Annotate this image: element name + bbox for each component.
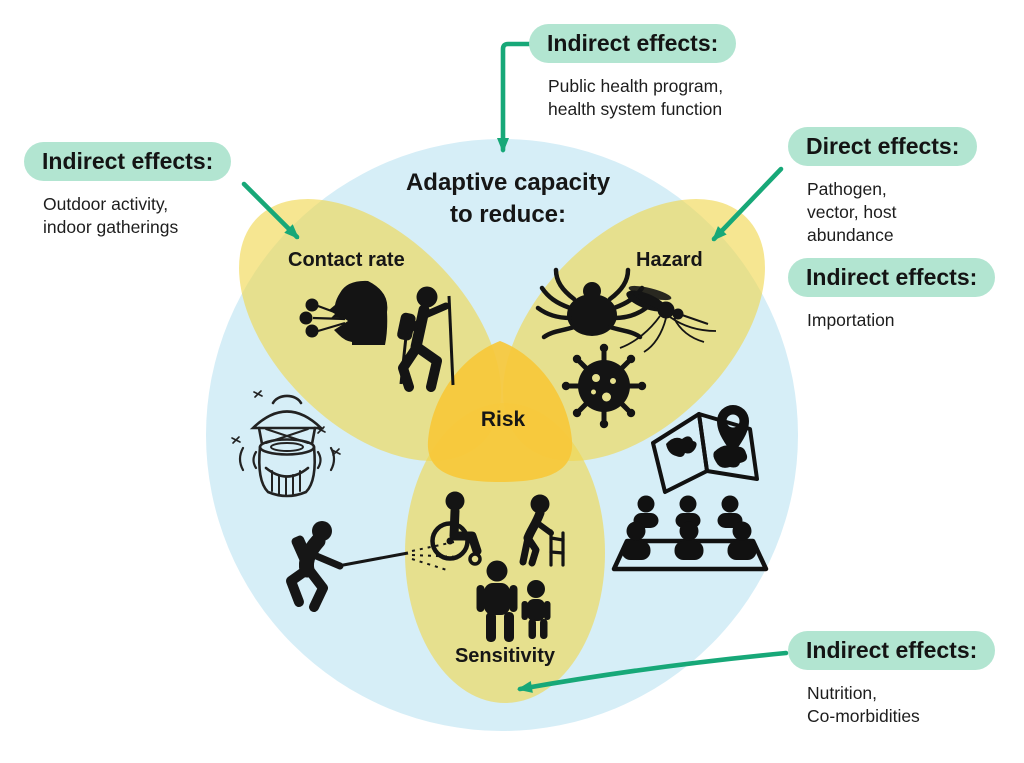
diagram-title-line1: Adaptive capacity — [405, 169, 611, 196]
callout-arrows — [241, 41, 789, 693]
person-with-walker-icon — [519, 494, 565, 567]
lobe-label-hazard: Hazard — [636, 249, 703, 271]
callout-top-title: Indirect effects: — [529, 24, 737, 63]
child-icon — [521, 580, 551, 639]
hiker-icon — [397, 286, 455, 392]
callout-right-direct: Direct effects: Pathogen, vector, host a… — [788, 127, 978, 246]
callout-bottom-title: Indirect effects: — [788, 631, 996, 670]
callout-right-direct-body: Pathogen, vector, host abundance — [807, 179, 897, 245]
callout-bottom-body: Nutrition, Co-morbidities — [807, 683, 920, 726]
world-map-pin-icon — [651, 405, 759, 494]
lobe-sensitivity — [405, 403, 605, 703]
callout-right-indirect-body: Importation — [807, 310, 895, 330]
callout-left-title: Indirect effects: — [24, 142, 232, 181]
diagram-title-line2: to reduce: — [449, 200, 566, 228]
adult-icon — [476, 560, 518, 642]
callout-bottom: Indirect effects: Nutrition, Co-morbidit… — [788, 631, 996, 728]
arrow-right — [711, 166, 784, 242]
callout-left-body: Outdoor activity, indoor gatherings — [43, 194, 179, 237]
lobe-hazard — [503, 199, 765, 461]
mosquito-specks — [231, 390, 341, 456]
pesticide-sprayer-icon — [286, 521, 461, 612]
coughing-person-icon — [299, 280, 388, 345]
callout-right-indirect: Indirect effects: Importation — [788, 258, 996, 332]
audience-icon — [611, 495, 769, 572]
callout-top: Indirect effects: Public health program,… — [529, 24, 737, 121]
arrow-top — [497, 41, 535, 153]
mosquito-icon — [619, 285, 717, 353]
risk-label: Risk — [480, 408, 526, 431]
callout-right-indirect-title: Indirect effects: — [788, 258, 996, 297]
venn-lobes — [239, 199, 765, 703]
arrow-left — [241, 181, 300, 240]
virus-icon — [561, 343, 647, 429]
callout-top-body: Public health program, health system fun… — [548, 76, 724, 119]
mosquito-trap-lantern-icon — [231, 390, 341, 498]
lobe-label-sensitivity: Sensitivity — [454, 645, 556, 667]
arrow-bottom — [517, 650, 789, 693]
callout-left: Indirect effects: Outdoor activity, indo… — [24, 142, 232, 239]
risk-overlap-shape — [427, 341, 573, 482]
diagram-title: Adaptive capacity to reduce: — [352, 167, 664, 230]
callout-right-direct-title: Direct effects: — [788, 127, 978, 166]
lobe-label-contact-rate: Contact rate — [288, 249, 405, 271]
